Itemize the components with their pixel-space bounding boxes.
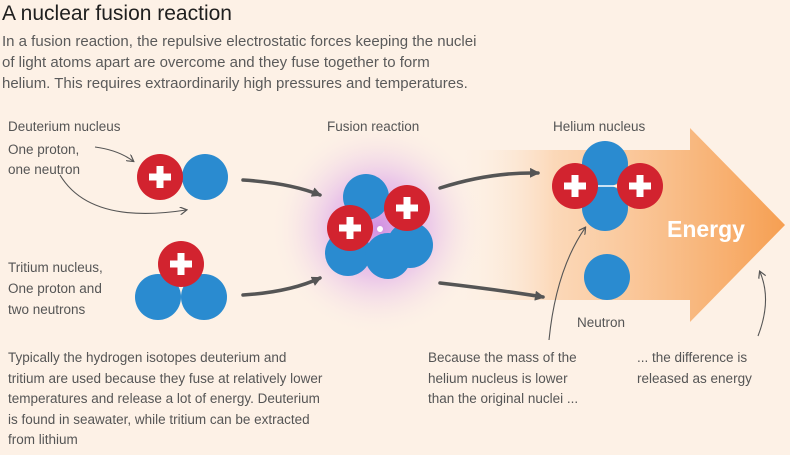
energy-label: Energy: [667, 216, 745, 242]
deuterium-desc: one neutron: [8, 162, 80, 177]
proton-particle: [158, 241, 204, 287]
fusion-reaction-label: Fusion reaction: [327, 119, 419, 134]
note-line: Typically the hydrogen isotopes deuteriu…: [8, 350, 287, 365]
proton-particle: [384, 185, 430, 231]
tritium-desc: One proton and: [8, 281, 102, 296]
pointer-arrows: [59, 146, 767, 341]
proton-particle: [552, 163, 598, 209]
helium-nucleus: [552, 141, 663, 231]
helium-label: Helium nucleus: [553, 119, 646, 134]
note-line: from lithium: [8, 432, 78, 447]
deuterium-label: Deuterium nucleus: [8, 119, 121, 134]
isotopes-note: Typically the hydrogen isotopes deuteriu…: [8, 348, 322, 451]
tritium-nucleus: [135, 241, 227, 320]
fusion-cluster: [325, 174, 433, 279]
note-line: released as energy: [637, 370, 752, 386]
mass-note: Because the mass of the helium nucleus i…: [428, 348, 578, 410]
intro-line: In a fusion reaction, the repulsive elec…: [2, 33, 477, 50]
reaction-arrows: [241, 167, 545, 301]
note-line: Because the mass of the: [428, 350, 577, 365]
proton-particle: [137, 154, 183, 200]
tritium-label: Tritium nucleus,: [8, 260, 103, 275]
note-line: tritium are used because they fuse at re…: [8, 370, 323, 386]
note-line: than the original nuclei ...: [428, 391, 579, 406]
neutron-particle: [182, 154, 228, 200]
deuterium-nucleus: [137, 154, 228, 200]
intro-line: helium. This requires extraordinarily hi…: [2, 75, 468, 92]
neutron-label: Neutron: [577, 315, 625, 330]
page-title: A nuclear fusion reaction: [2, 2, 232, 25]
note-line: temperatures and release a lot of energy…: [8, 391, 320, 406]
proton-particle: [327, 205, 373, 251]
difference-note: ... the difference is released as energy: [637, 348, 752, 389]
free-neutron: [584, 254, 630, 300]
note-line: ... the difference is: [637, 350, 748, 365]
tritium-desc: two neutrons: [8, 302, 86, 317]
deuterium-desc: One proton,: [8, 142, 79, 157]
intro-line: of light atoms apart are overcome and th…: [2, 54, 430, 71]
proton-particle: [617, 163, 663, 209]
note-line: is found in seawater, while tritium can …: [8, 411, 310, 427]
note-line: helium nucleus is lower: [428, 370, 568, 386]
intro-text: In a fusion reaction, the repulsive elec…: [2, 31, 602, 94]
